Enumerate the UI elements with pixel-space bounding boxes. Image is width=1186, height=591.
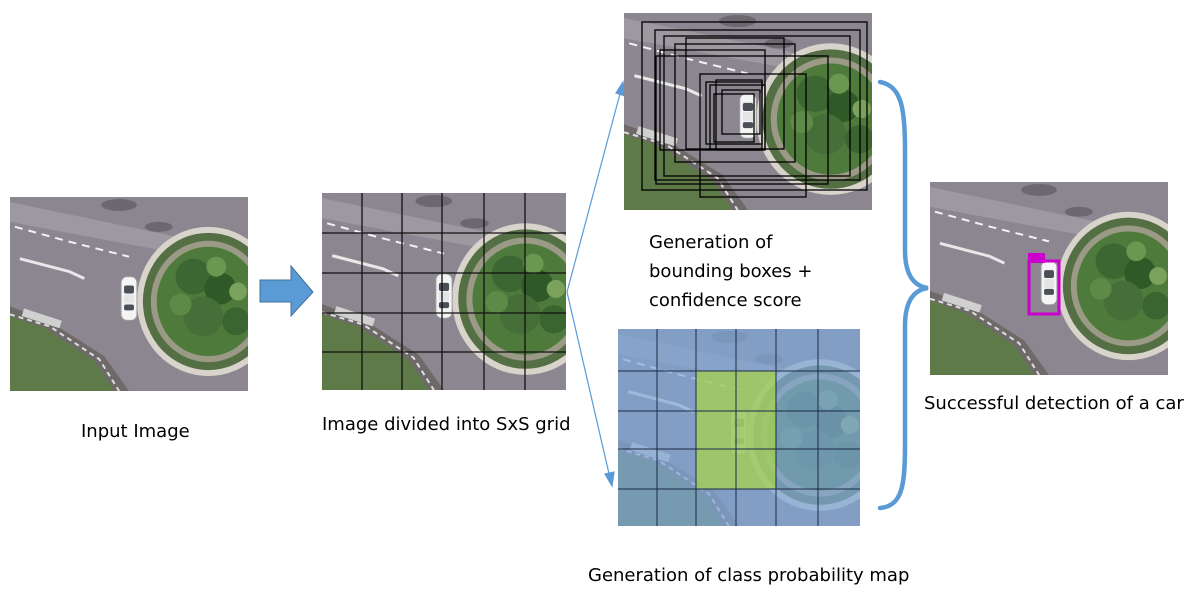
right-curly-brace-icon [877,79,929,511]
block-arrow-right-icon [259,264,314,318]
detection-bounding-box [1027,259,1061,316]
bounding-boxes [641,21,868,198]
caption-bounding-boxes-line3: confidence score [649,290,802,311]
class-probability-map-image [618,329,860,526]
grid-image [322,193,566,390]
caption-bounding-boxes-line1: Generation of [649,232,773,253]
detection-result-image [930,182,1168,375]
caption-class-probability-map: Generation of class probability map [588,565,909,586]
caption-grid-image: Image divided into SxS grid [322,414,571,435]
probability-grid-lines [618,329,860,526]
sxs-grid-lines [322,193,566,390]
bounding-boxes-image [624,13,872,210]
thin-arrows-icon [566,80,626,488]
detection-label-tag [1028,253,1045,263]
caption-detection-result: Successful detection of a car [924,393,1184,414]
caption-bounding-boxes-line2: bounding boxes + [649,261,812,282]
input-image [10,197,248,391]
caption-input-image: Input Image [81,421,190,442]
